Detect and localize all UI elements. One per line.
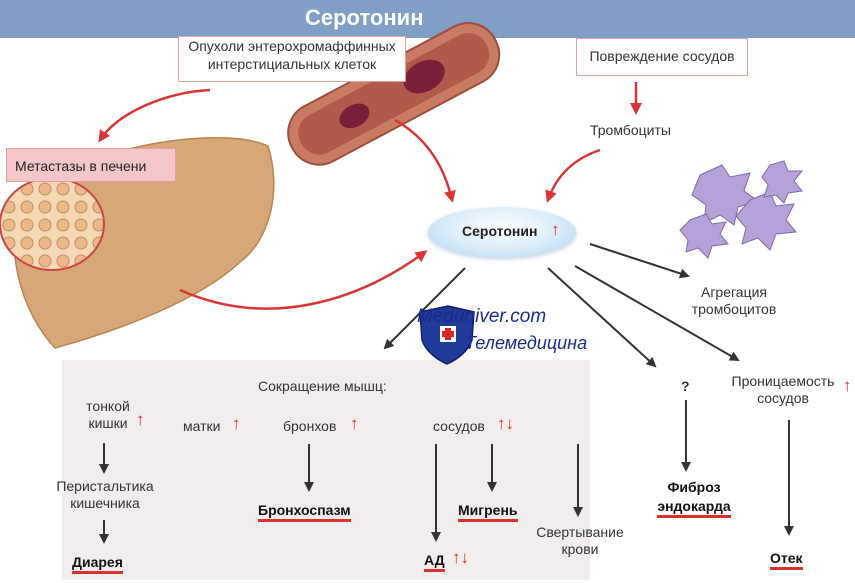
muscle-panel [62,360,590,580]
fibrosis-outcome: Фиброз эндокарда [644,478,744,518]
title-bar [0,0,855,38]
vessels-updown-arrow: ↑↓ [497,414,514,433]
diarrhea-outcome: Диарея [72,554,123,574]
permeability-up-arrow: ↑ [843,376,852,395]
intestine-label: тонкой кишки [86,398,130,431]
liver-metastases-label: Метастазы в печени [6,148,176,182]
metastasis-closeup [0,177,105,271]
platelets-illustration [679,160,804,259]
bronchi-label: бронхов [283,418,337,434]
serotonin-up-arrow: ↑ [551,220,560,239]
bp-updown-arrow: ↑↓ [452,548,469,567]
muscle-heading: Сокращение мышц: [258,378,387,394]
bronchospasm-outcome: Бронхоспазм [258,502,351,522]
aggregation-label: Агрегация тромбоцитов [691,284,777,317]
platelets-label: Тромбоциты [590,122,671,138]
intestine-up-arrow: ↑ [136,410,145,429]
serotonin-node-label: Серотонин [462,223,538,239]
peristalsis-label: Перистальтика кишечника [56,478,154,511]
uterus-up-arrow: ↑ [232,414,241,433]
vessel-damage-box: Повреждение сосудов [576,38,748,76]
bp-outcome: АД [424,552,445,572]
edema-outcome: Отек [770,550,803,570]
coagulation-label: Свертывание крови [536,524,624,557]
unknown-mark: ? [681,378,690,394]
vessels-label: сосудов [433,418,485,434]
vessel-illustration [287,22,501,166]
tumor-box: Опухоли энтерохромаффинных интерстициаль… [178,36,406,82]
watermark-tagline: Телемедицина [465,333,588,353]
serotonin-node [428,207,576,257]
bronchi-up-arrow: ↑ [350,414,359,433]
uterus-label: матки [183,418,221,434]
migraine-outcome: Мигрень [458,502,518,522]
permeability-label: Проницаемость сосудов [731,373,835,406]
page-title: Серотонин [305,5,424,30]
watermark-site: Meduniver.com [417,306,547,327]
